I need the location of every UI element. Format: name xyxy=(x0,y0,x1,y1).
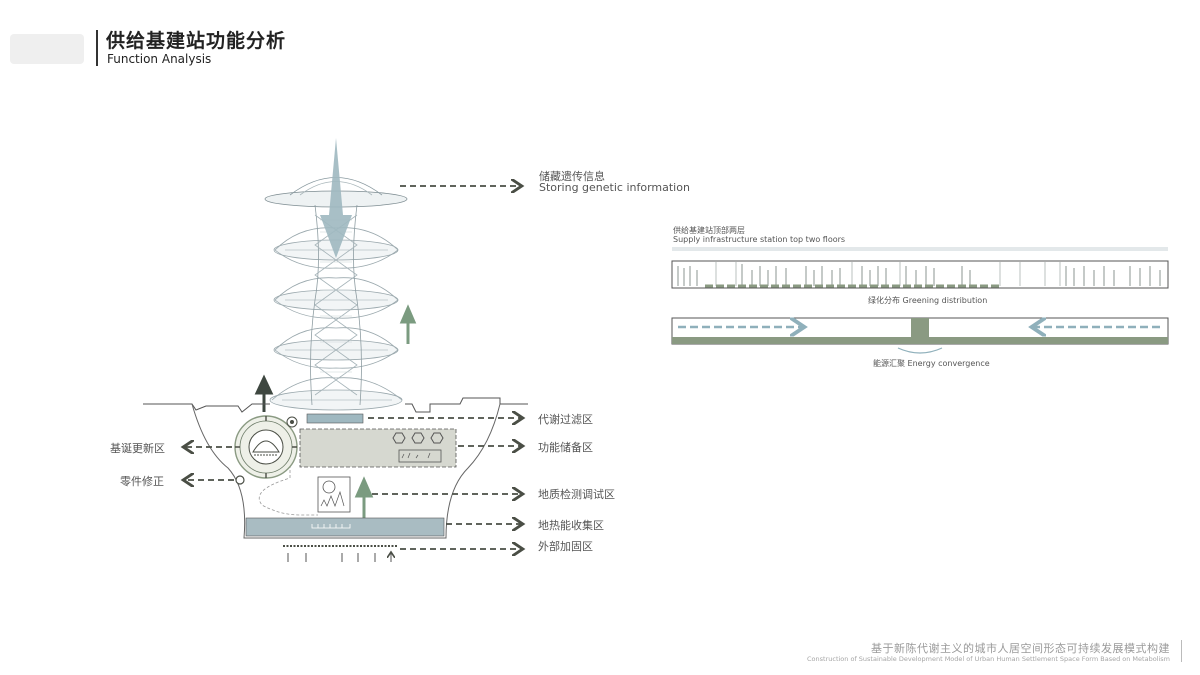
label-storing-en: Storing genetic information xyxy=(539,181,690,194)
base-update-wheel xyxy=(234,415,298,479)
geothermal-bar xyxy=(245,517,445,537)
tower-ring-4 xyxy=(269,377,403,411)
callout-arrows xyxy=(185,186,521,549)
tower-ring-3 xyxy=(273,327,399,369)
roof-strip xyxy=(672,247,1168,251)
greening-trees xyxy=(677,262,1161,286)
label-metabolic-filter: 代谢过滤区 xyxy=(538,413,593,426)
metabolic-filter-bar xyxy=(306,413,364,424)
energy-core xyxy=(911,318,929,337)
hexagon-icons xyxy=(392,432,444,444)
storage-unit xyxy=(398,449,442,463)
label-base-update: 基诞更新区 xyxy=(110,442,165,455)
function-storage-box xyxy=(299,428,457,468)
external-reinforcement xyxy=(283,545,398,562)
tower-ring-2 xyxy=(273,277,399,319)
energy-label: 能源汇聚 Energy convergence xyxy=(873,359,990,368)
label-storing-cn: 储藏遗传信息 xyxy=(539,170,605,183)
energy-floor xyxy=(672,337,1168,344)
greening-section xyxy=(671,260,1169,289)
logo-placeholder xyxy=(10,34,84,64)
footer-title-en: Construction of Sustainable Development … xyxy=(807,655,1170,663)
footer-title-cn: 基于新陈代谢主义的城市人居空间形态可持续发展模式构建 xyxy=(871,642,1170,655)
tower xyxy=(264,177,408,411)
geology-up-arrow xyxy=(354,476,374,527)
part-repair-node xyxy=(235,475,245,485)
base-up-arrow xyxy=(254,374,274,412)
label-geology-test: 地质检测调试区 xyxy=(538,488,615,501)
ground-section xyxy=(143,397,528,539)
descending-flow-arrow xyxy=(320,138,352,258)
circulation-path xyxy=(258,440,318,516)
label-part-repair: 零件修正 xyxy=(120,475,164,488)
energy-converge-arc xyxy=(897,347,943,354)
rising-flow-arrow xyxy=(399,304,417,344)
page-title: 供给基建站功能分析 xyxy=(106,30,287,52)
label-external-reinforce: 外部加固区 xyxy=(538,540,593,553)
page-subtitle: Function Analysis xyxy=(107,52,212,66)
label-geothermal: 地热能收集区 xyxy=(538,519,604,532)
label-function-storage: 功能储备区 xyxy=(538,441,593,454)
footer-divider xyxy=(1181,640,1182,662)
geology-test-box xyxy=(317,476,351,513)
greening-label: 绿化分布 Greening distribution xyxy=(868,296,988,305)
title-divider xyxy=(96,30,98,66)
section-title-cn: 供给基建站顶部两层 xyxy=(673,226,745,235)
section-title-en: Supply infrastructure station top two fl… xyxy=(673,235,846,244)
